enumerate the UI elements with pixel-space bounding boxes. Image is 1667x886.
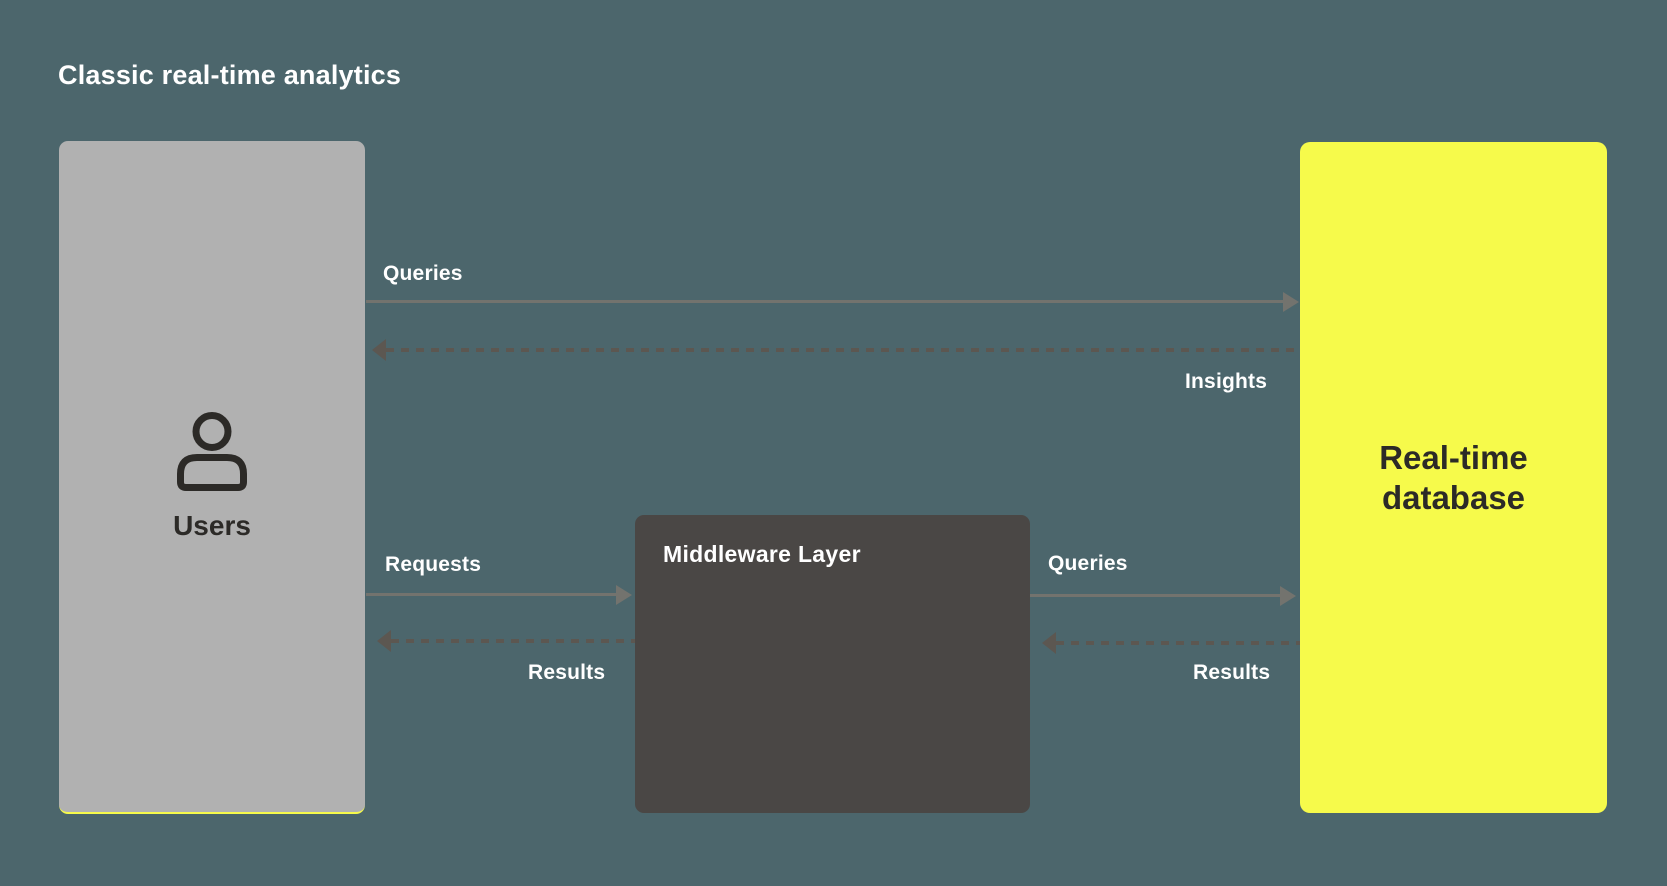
arrowhead-right-icon (1283, 292, 1299, 312)
node-users-label: Users (173, 509, 251, 541)
edge-database-to-middleware-label: Results (1193, 661, 1271, 684)
node-middleware-label: Middleware Layer (663, 541, 861, 567)
edge-database-to-middleware-line (1056, 641, 1300, 645)
node-middleware: Middleware Layer (635, 515, 1030, 813)
node-database-label: Real-time database (1379, 438, 1528, 516)
edge-middleware-to-database-label: Queries (1048, 552, 1128, 575)
arrowhead-right-icon (1280, 586, 1296, 606)
edge-database-to-users-label: Insights (1185, 370, 1268, 393)
edge-middleware-to-users-line (391, 639, 635, 643)
edge-middleware-to-users-label: Results (528, 661, 606, 684)
page-title: Classic real-time analytics (58, 60, 402, 90)
arrowhead-left-icon (377, 630, 391, 652)
edge-database-to-users-line (386, 348, 1300, 352)
arrowhead-right-icon (616, 585, 632, 605)
arrowhead-left-icon (1042, 632, 1056, 654)
edge-users-to-database-label: Queries (383, 262, 463, 285)
edge-users-to-middleware-label: Requests (385, 553, 482, 576)
node-database: Real-time database (1300, 142, 1607, 813)
arrowhead-left-icon (372, 339, 386, 361)
edge-middleware-to-database-line (1030, 594, 1280, 597)
node-users: Users (59, 141, 365, 814)
edge-users-to-middleware-line (366, 593, 616, 596)
edge-users-to-database-line (366, 300, 1283, 303)
user-icon (177, 411, 247, 491)
